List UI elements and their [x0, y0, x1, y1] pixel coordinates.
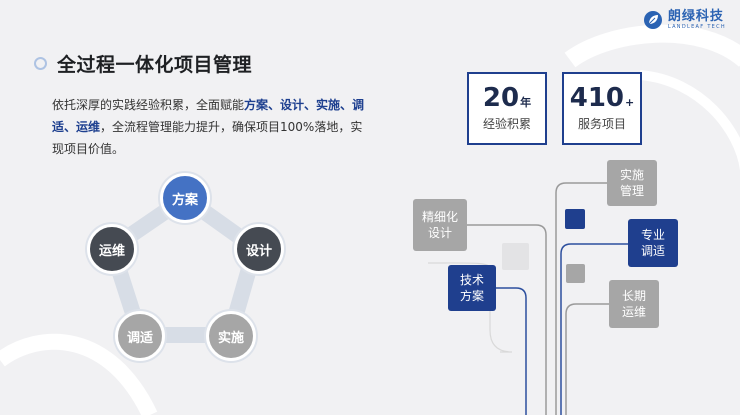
title-block: 全过程一体化项目管理 [34, 50, 252, 77]
stat-unit: + [625, 96, 635, 109]
box-line: 技术 [459, 273, 484, 287]
stat-unit: 年 [520, 96, 532, 109]
box-line: 设计 [427, 226, 452, 240]
box-line: 管理 [619, 184, 644, 198]
page-title: 全过程一体化项目管理 [57, 54, 253, 76]
decor-square-gray [566, 264, 585, 283]
stat-experience: 20年 经验积累 [467, 72, 547, 145]
brand-logo: 朗绿科技 LANDLEAF TECH [643, 10, 726, 30]
cycle-node-plan: 方案 [160, 173, 210, 223]
tree-box-fine-design: 精细化设计 [413, 199, 467, 251]
stat-projects: 410+ 服务项目 [562, 72, 642, 145]
decor-square-navy [565, 209, 585, 229]
cycle-node-operate: 运维 [87, 224, 137, 274]
stat-label: 服务项目 [577, 117, 626, 131]
stat-number: 20 [482, 83, 520, 113]
intro-text-highlight: 方案、设计、实施、调适、运维 [52, 98, 365, 134]
tree-box-pro-commission: 专业调适 [628, 219, 678, 267]
box-line: 长期 [621, 289, 646, 303]
box-line: 精细化 [421, 210, 458, 224]
tree-box-tech-plan: 技术方案 [448, 265, 496, 311]
leaf-logo-icon [643, 11, 662, 29]
brand-name: 朗绿科技 [667, 9, 724, 24]
stat-label: 经验积累 [482, 117, 531, 131]
brand-name-en: LANDLEAF TECH [667, 24, 726, 30]
box-line: 调适 [640, 244, 665, 258]
decor-square-light [502, 243, 529, 270]
stat-number: 410 [569, 83, 625, 113]
box-line: 方案 [459, 289, 484, 303]
cycle-node-implement: 实施 [206, 311, 256, 361]
intro-paragraph: 依托深厚的实践经验积累，全面赋能方案、设计、实施、调适、运维，全流程管理能力提升… [52, 94, 372, 160]
cycle-node-design: 设计 [234, 224, 284, 274]
title-bullet-icon [34, 57, 47, 70]
box-line: 运维 [621, 305, 646, 319]
cycle-node-commission: 调适 [115, 311, 165, 361]
tree-box-long-operation: 长期运维 [609, 280, 659, 328]
intro-text-2: ，全流程管理能力提升，确保项目100%落地，实现项目价值。 [52, 120, 363, 156]
tree-box-implement-mgmt: 实施管理 [607, 160, 657, 206]
intro-text-1: 依托深厚的实践经验积累，全面赋能 [52, 98, 245, 112]
box-line: 实施 [619, 168, 644, 182]
box-line: 专业 [640, 228, 665, 242]
